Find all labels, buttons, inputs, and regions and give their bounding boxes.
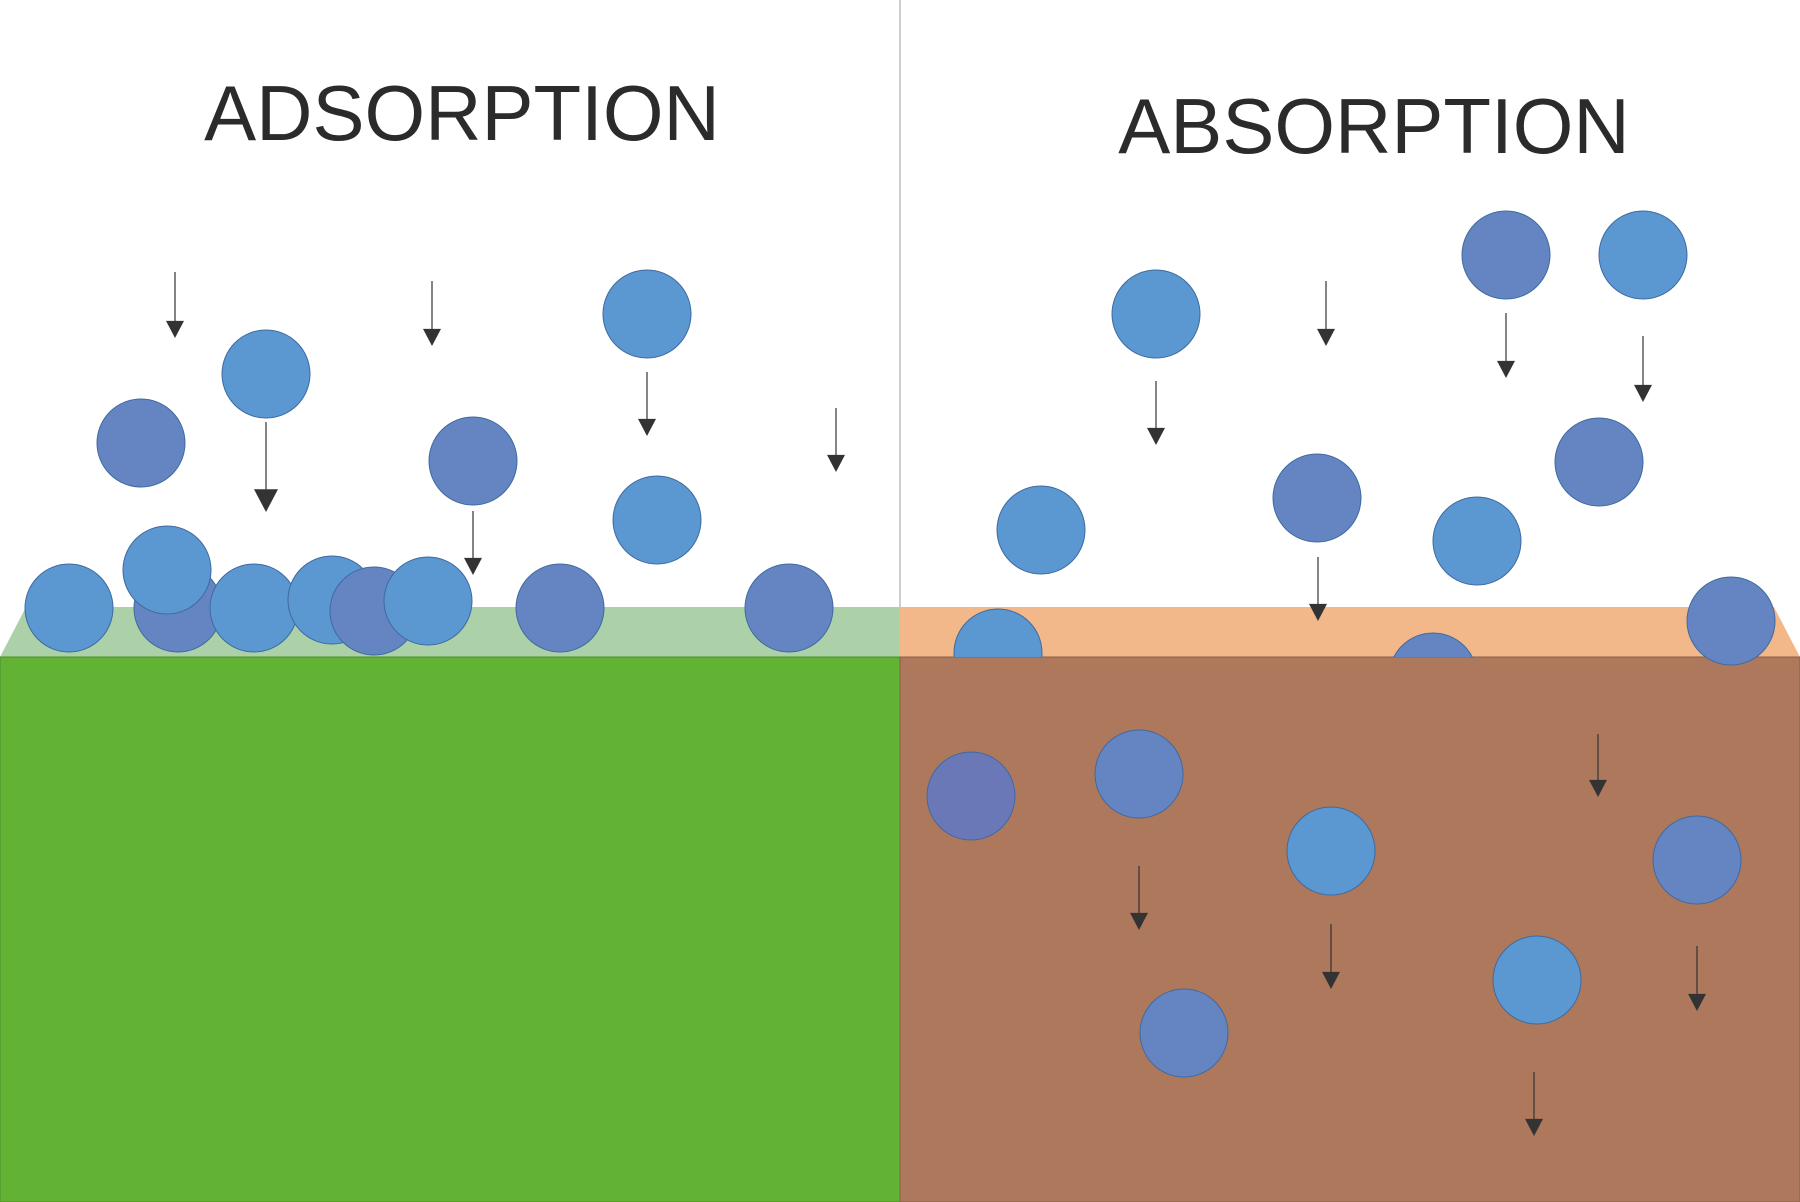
down-arrow-icon	[1317, 281, 1335, 346]
adsorbent-body	[0, 656, 901, 1202]
molecule	[96, 398, 186, 488]
molecule	[1461, 210, 1551, 300]
molecule	[1686, 576, 1776, 666]
molecule	[1492, 935, 1582, 1025]
down-arrow-icon	[827, 408, 845, 472]
absorbent-surface-layer	[900, 607, 1800, 657]
down-arrow-icon	[1525, 1072, 1543, 1136]
molecule	[122, 525, 212, 615]
molecule	[996, 485, 1086, 575]
down-arrow-icon	[464, 511, 482, 575]
molecule	[1286, 806, 1376, 896]
down-arrow-icon	[1147, 381, 1165, 445]
down-arrow-icon	[254, 422, 278, 512]
molecule	[24, 563, 114, 653]
adsorbent-block	[0, 607, 901, 1202]
down-arrow-icon	[638, 372, 656, 436]
down-arrow-icon	[1309, 557, 1327, 621]
motion-arrows	[166, 272, 1706, 1136]
absorbent-block	[899, 607, 1800, 1202]
molecule	[209, 563, 299, 653]
molecule	[515, 563, 605, 653]
molecules	[24, 210, 1776, 1078]
molecule	[1111, 269, 1201, 359]
molecule	[221, 329, 311, 419]
molecule	[383, 556, 473, 646]
molecule	[428, 416, 518, 506]
down-arrow-icon	[1634, 336, 1652, 402]
molecule	[602, 269, 692, 359]
down-arrow-icon	[423, 281, 441, 346]
molecule	[1598, 210, 1688, 300]
molecule	[744, 563, 834, 653]
down-arrow-icon	[1589, 734, 1607, 797]
molecule	[612, 475, 702, 565]
down-arrow-icon	[1322, 924, 1340, 989]
adsorption-title: ADSORPTION	[204, 69, 720, 157]
absorption-title: ABSORPTION	[1118, 82, 1629, 170]
molecule	[1272, 453, 1362, 543]
molecule	[1652, 815, 1742, 905]
molecule	[1432, 496, 1522, 586]
molecule	[1094, 729, 1184, 819]
down-arrow-icon	[166, 272, 184, 338]
molecule	[1393, 632, 1473, 657]
molecule	[1139, 988, 1229, 1078]
molecule	[953, 608, 1043, 657]
down-arrow-icon	[1688, 946, 1706, 1011]
molecule	[926, 751, 1016, 841]
molecule	[1554, 417, 1644, 507]
absorbent-body	[899, 656, 1800, 1202]
down-arrow-icon	[1130, 866, 1148, 930]
down-arrow-icon	[1497, 313, 1515, 378]
